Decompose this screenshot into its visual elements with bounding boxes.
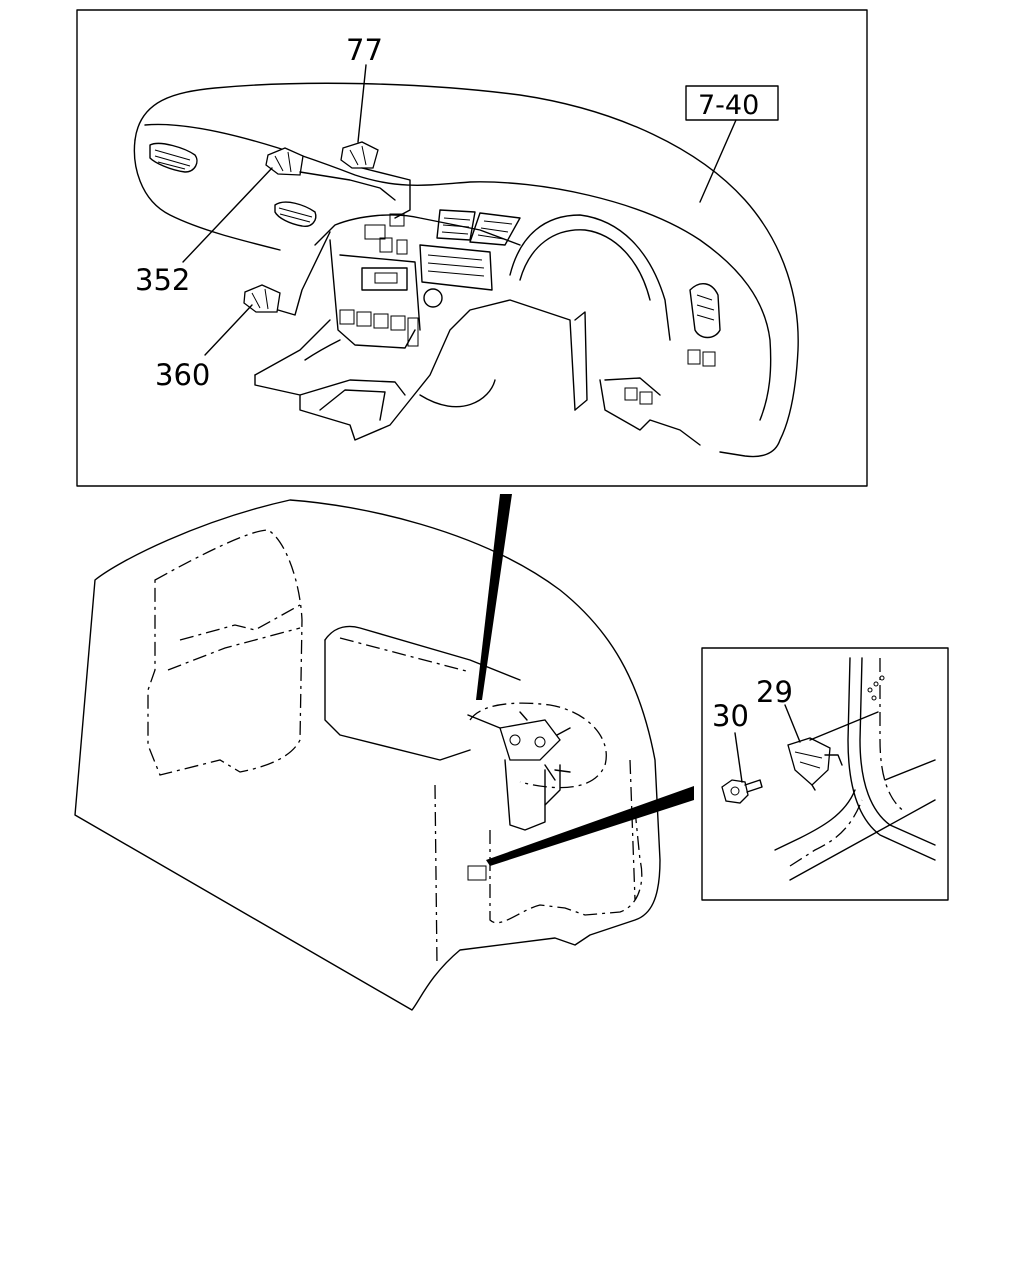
- leader-line-77: [357, 64, 367, 143]
- bracket-detail-frame: [701, 647, 949, 901]
- callout-29: 29: [756, 675, 793, 709]
- bolt-part-30: [721, 779, 763, 804]
- callout-360: 360: [155, 358, 210, 392]
- callout-77: 77: [346, 33, 383, 67]
- leader-line-352: [182, 167, 273, 263]
- connector-band-top: [476, 494, 512, 700]
- reference-box-label: 7-40: [698, 90, 759, 121]
- switch-part-352: [265, 147, 396, 201]
- dashboard-detail-frame: [76, 9, 868, 487]
- leader-line-360: [204, 304, 253, 356]
- connector-band-right: [486, 786, 694, 866]
- leader-line-29: [784, 704, 801, 743]
- switch-part-360: [243, 231, 331, 316]
- leader-line-30: [734, 732, 743, 783]
- bracket-part-29: [787, 711, 879, 791]
- reference-box-frame: [685, 85, 779, 121]
- reference-leader-line: [699, 119, 737, 203]
- dashboard-detail-panel: 77 352 360 7-40: [76, 9, 868, 487]
- vehicle-cabin-illustration: [74, 499, 661, 1011]
- bracket-detail-panel: 29 30: [701, 647, 949, 901]
- callout-352: 352: [135, 263, 190, 297]
- dashboard-illustration: [133, 82, 799, 458]
- switch-part-77: [340, 141, 411, 219]
- callout-30: 30: [712, 699, 749, 733]
